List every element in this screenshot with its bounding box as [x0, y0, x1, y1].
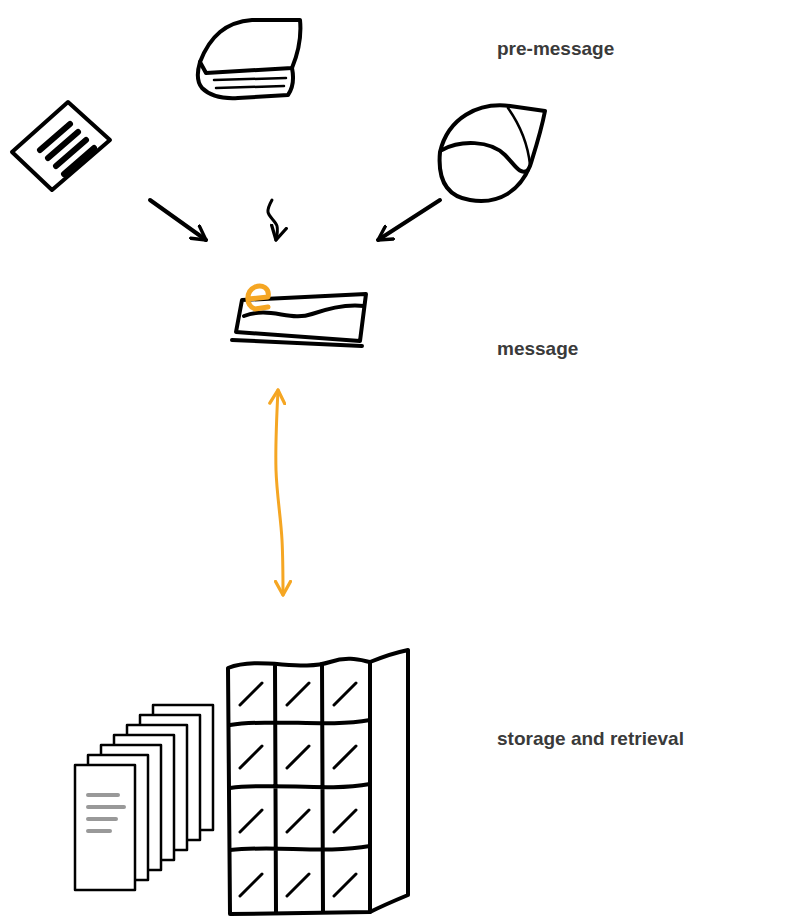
paper-lines: [88, 795, 124, 831]
shelf-marks: [240, 683, 356, 896]
shelf-dividers: [230, 664, 370, 912]
flow-arrow: [150, 200, 206, 240]
book-cover: [200, 20, 300, 73]
book-icon: [198, 20, 300, 98]
list-sheet: [12, 102, 110, 190]
folder-fold: [442, 143, 528, 172]
shelf-side: [370, 650, 408, 912]
shelf-front: [228, 659, 370, 914]
email-symbol: [248, 286, 268, 309]
group-label: pre-message: [497, 38, 614, 61]
book-pages: [198, 62, 293, 98]
folder-edge: [508, 108, 530, 165]
group-label: storage and retrieval: [497, 728, 684, 751]
flow-arrow: [268, 200, 277, 240]
book-spine: [214, 78, 286, 88]
list-icon: [12, 102, 110, 190]
flow-arrow: [378, 200, 440, 240]
storage-group: storage and retrieval: [0, 595, 805, 922]
message-group: message: [225, 240, 805, 390]
shelf-icon: [228, 650, 408, 914]
double-arrow: [276, 390, 283, 595]
folder-icon: [440, 105, 545, 201]
folder-outline: [440, 105, 545, 201]
email-base: [232, 340, 362, 346]
list-bars: [40, 124, 94, 174]
paper-stack: [75, 705, 213, 890]
email-tray: [236, 294, 366, 341]
email-icon: [232, 286, 366, 346]
group-label: message: [497, 338, 578, 361]
paper-sheet: [75, 765, 135, 890]
pre-message-group: pre-message: [0, 0, 805, 200]
